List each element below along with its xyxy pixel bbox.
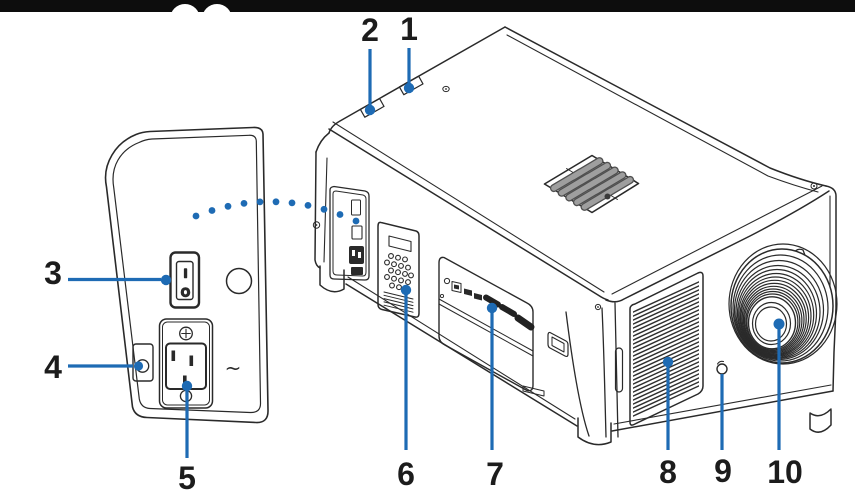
front-corner-pillar [565,302,624,438]
dvi-connector-icon [483,294,501,308]
header-dot-icon [202,4,232,34]
status-indicator-2 [359,97,385,118]
projector-top-face [328,26,830,303]
foot [809,408,832,433]
inset-outline-outer [104,126,269,424]
header-dot-icon [170,4,200,34]
callout-line-1 [403,48,415,94]
hdmi-connector-icon [474,293,482,301]
callout-label-3: 3 [44,255,62,291]
callout-line-6 [400,284,412,450]
control-panel [377,221,420,318]
top-vent [543,154,640,214]
lens [728,243,838,365]
callout-label-6: 6 [397,456,415,492]
rear-power-panel [329,185,370,281]
speaker-grille [383,291,414,313]
screw-icon [810,182,818,190]
lan-connector-icon [451,281,462,293]
screw-icon [604,193,611,200]
usb-connector-icon [464,288,472,296]
panel-hole [225,267,253,295]
projector-illustration [312,26,838,446]
callout-label-5: 5 [178,460,196,492]
status-indicator-1 [398,75,424,96]
callout-line-7 [486,302,498,450]
ac-symbol: ~ [225,356,242,380]
sdi-connector-icon [499,304,517,317]
callout-graphics [68,48,785,458]
intake-vent [629,271,704,426]
callout-label-2: 2 [361,12,379,48]
inset-connector-dots [192,198,360,225]
service-hole [716,360,728,375]
callout-line-4 [68,361,144,371]
dsub-connector-icon [514,314,535,331]
foot [319,265,345,293]
callout-label-1: 1 [400,11,418,47]
control-buttons [384,253,414,291]
callout-line-8 [662,356,674,450]
callout-line-10 [773,318,785,450]
inset-outline-inner [112,134,262,414]
screw-icon [594,303,602,311]
callout-label-9: 9 [714,453,732,489]
status-indicator-windows [359,75,450,118]
callout-label-8: 8 [659,454,677,490]
display-window [388,235,412,253]
callout-label-10: 10 [767,454,803,490]
terminal-panel [438,256,535,392]
audio-connector-icon [443,277,451,285]
callout-labels: 1 2 3 4 5 6 7 8 9 10 [44,11,803,492]
switch-on-mark: I [184,267,187,281]
callout-line-5 [181,380,193,458]
handle-recess [547,331,569,358]
callout-label-4: 4 [44,349,62,385]
skid [522,385,545,397]
ac-inlet: ~ [158,318,242,409]
connectors [439,277,535,331]
side-slot [614,347,624,393]
main-power-switch: I O [169,251,201,309]
rear-panel-inset: I O ~ [104,126,269,424]
screw-icon [442,85,450,93]
page-header-bar [0,0,855,34]
main-power-switch-small [351,225,363,240]
callout-line-2 [364,49,376,116]
ac-inlet-small [349,246,364,264]
rear-corner-pillar [312,132,330,269]
callout-label-7: 7 [486,456,504,492]
screw-icon [439,293,445,299]
screw-icon [312,221,321,229]
callout-line-3 [68,274,172,286]
screw-icon [179,326,193,341]
switch-off-mark: O [181,288,190,300]
foot [577,417,612,446]
